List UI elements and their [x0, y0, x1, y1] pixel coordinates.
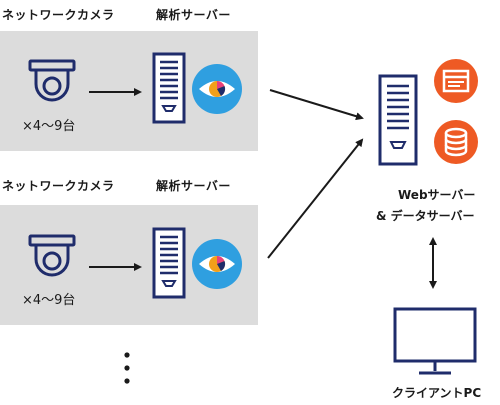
analysis-server-label: 解析サーバー: [156, 179, 231, 193]
network-camera-icon: [28, 59, 76, 102]
arrow-group1-to-web-server: [269, 89, 364, 121]
camera-label: ネットワークカメラ: [2, 8, 115, 22]
eye-analysis-icon: [192, 64, 242, 114]
arrow-group2-to-web-server: [267, 138, 364, 259]
camera-label: ネットワークカメラ: [2, 179, 115, 193]
camera-count: ×4〜9台: [22, 293, 76, 308]
analysis-server-icon: [152, 227, 186, 299]
client-pc-monitor-icon: [393, 307, 477, 375]
client-pc-label: クライアントPC: [392, 386, 482, 400]
analysis-server-label: 解析サーバー: [156, 8, 231, 22]
eye-analysis-icon: [192, 239, 242, 289]
data-server-label: & データサーバー: [376, 209, 475, 223]
analysis-server-icon: [152, 52, 186, 124]
web-server-icon: [378, 74, 418, 166]
web-server-label: Webサーバー: [398, 188, 476, 202]
camera-count: ×4〜9台: [22, 119, 76, 134]
database-icon: [434, 120, 478, 164]
web-browser-icon: [434, 59, 478, 103]
network-camera-icon: [28, 234, 76, 277]
more-groups-ellipsis-icon: [124, 352, 130, 384]
